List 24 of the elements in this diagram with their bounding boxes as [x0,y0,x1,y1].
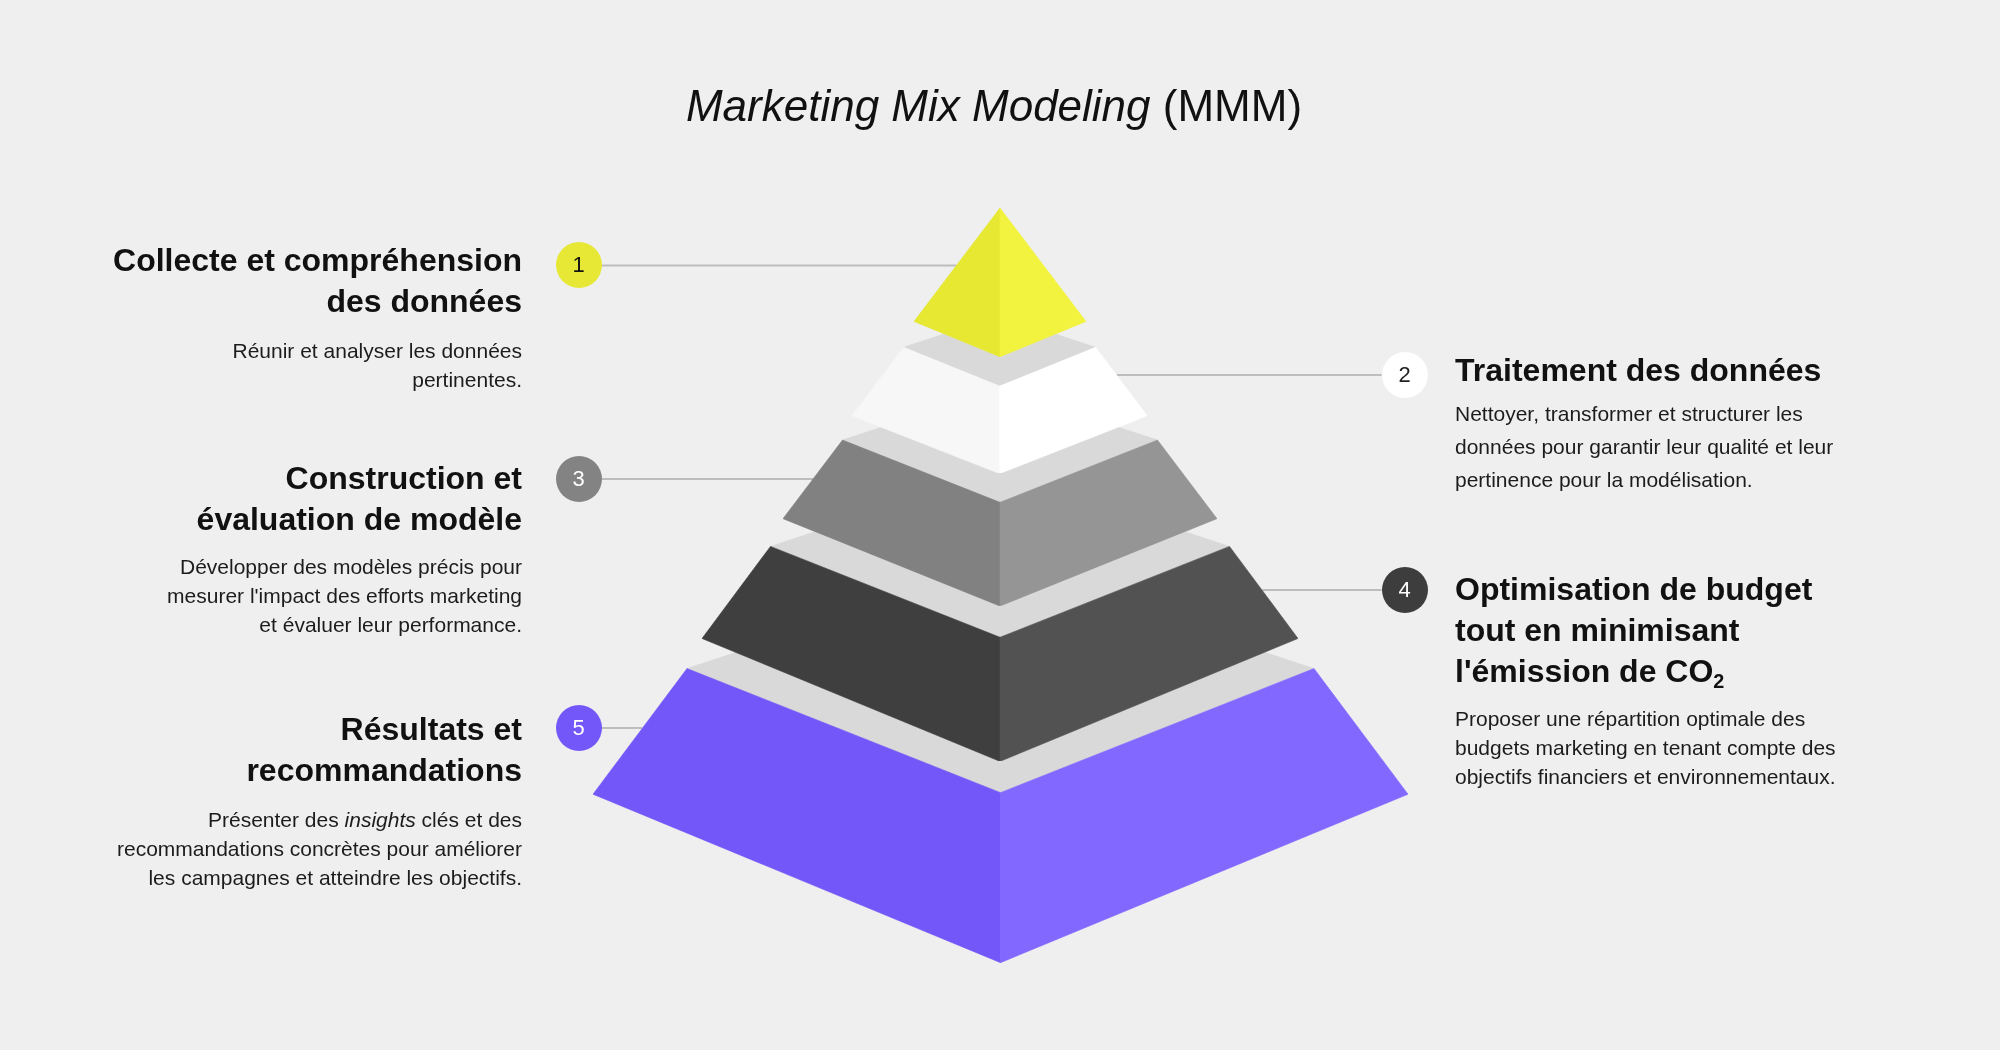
title: Marketing Mix Modeling (MMM) [685,80,1303,132]
step-description: Réunir et analyser les données pertinentes. [231,338,522,393]
step-number: 4 [1381,567,1428,613]
pyramid-tier [852,333,1148,474]
step-title: Optimisation de budget tout en minimisant l'émission de CO$_{2}$ [1455,569,1814,692]
pyramid-tier [702,531,1298,761]
step-title: Résultats et recommandations [245,710,522,790]
step-description: Nettoyer, transformer et structurer les données pour garantir leur qualité et leur pertinence pour la modélisation. [1455,401,1835,493]
leader-line [600,727,644,729]
leader-line [600,264,958,267]
pyramid-tier [592,652,1408,963]
step-title: Collecte et compréhension des données [112,241,522,321]
step-number: 2 [1381,352,1428,398]
step-description: Proposer une répartition optimale des budgets marketing en tenant compte des objectifs financiers et environnementaux. [1455,705,1837,790]
step-description: Présenter des insights clés et des recommandations concrètes pour améliorer les campagnes et atteindre les objectifs. [115,806,522,891]
step-number: 1 [555,242,602,289]
step-title: Traitement des données [1455,351,1823,390]
step-description: Développer des modèles précis pour mesurer l'impact des efforts marketing et évaluer leur performance. [166,554,522,638]
step-number: 3 [555,456,602,502]
step-number: 5 [555,705,602,751]
step-title: Construction et évaluation de modèle [195,459,522,539]
leader-line [1261,589,1383,591]
pyramid-tier [783,427,1217,607]
pyramid-top [914,208,1086,357]
